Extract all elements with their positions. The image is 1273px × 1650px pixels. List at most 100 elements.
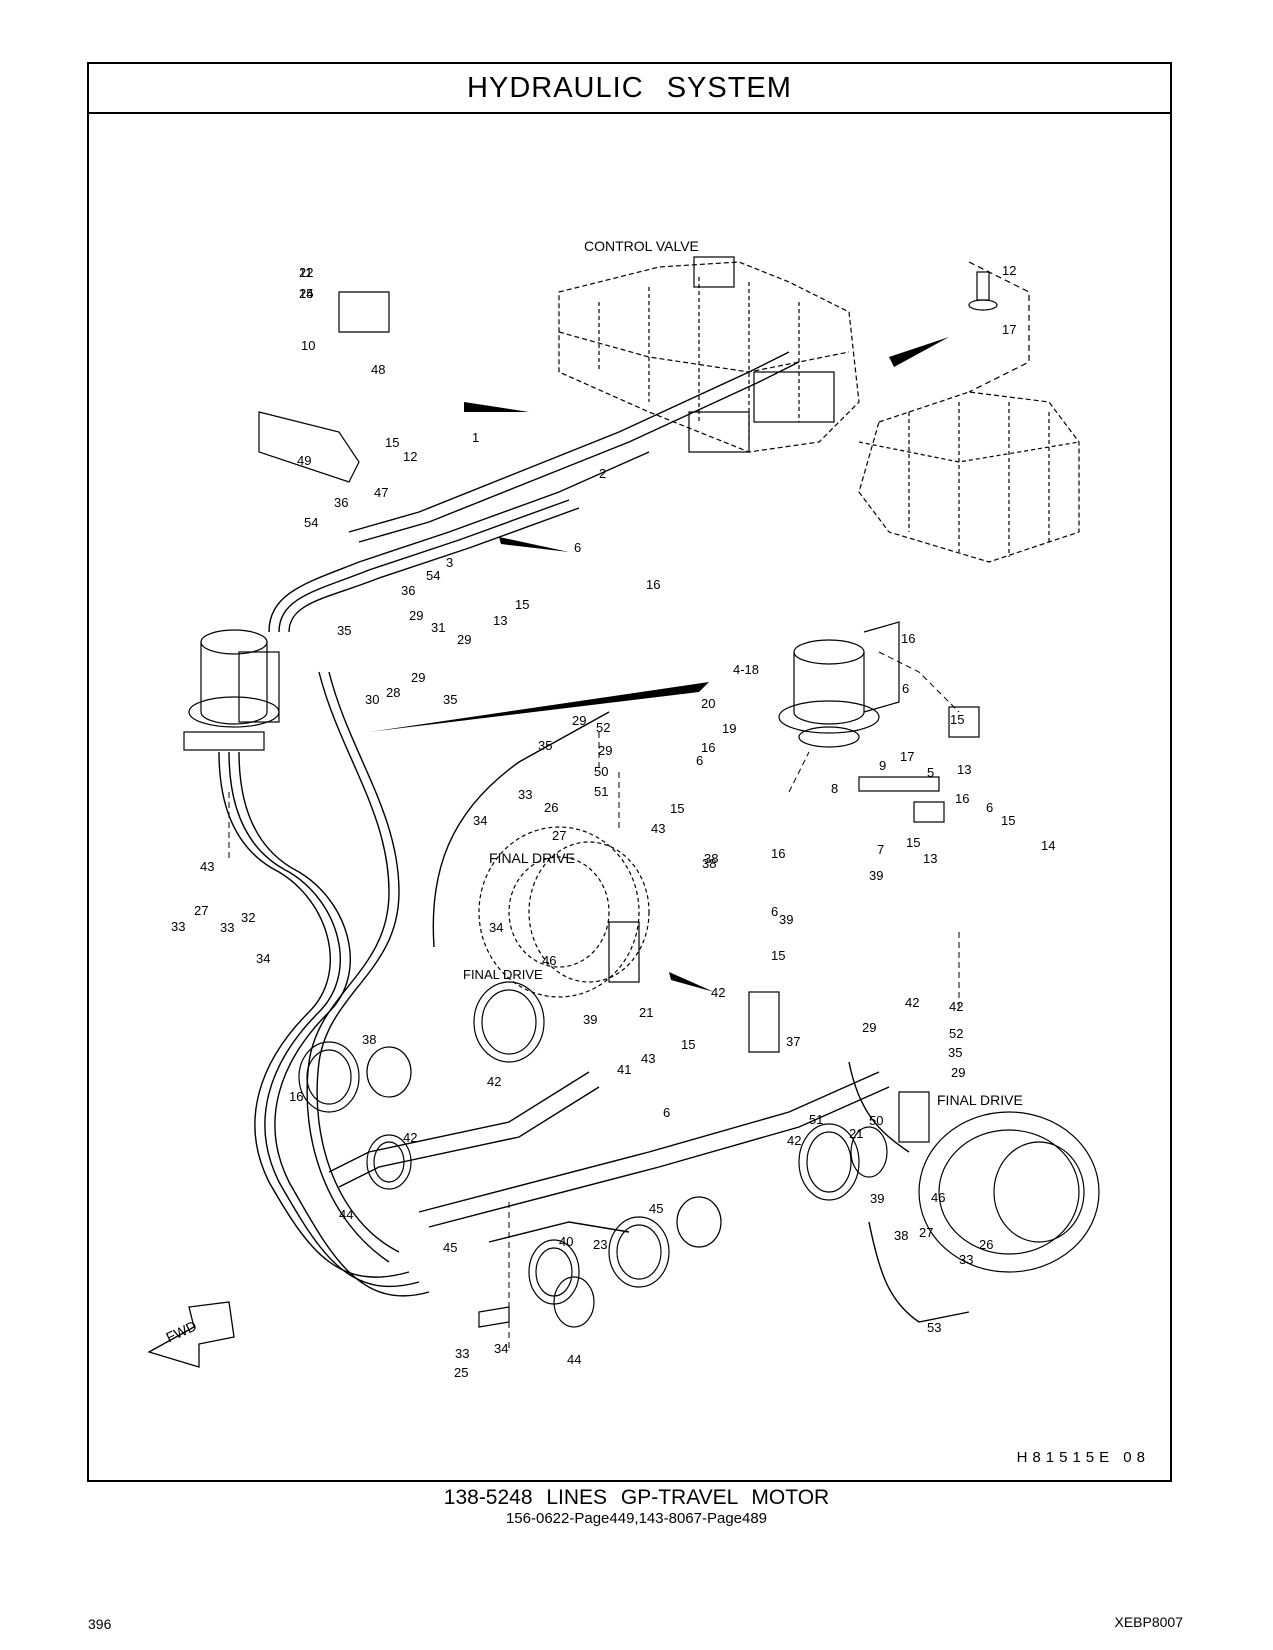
part-callout: 13 (957, 762, 971, 777)
part-callout: 35 (948, 1045, 962, 1060)
part-callout: 51 (594, 784, 608, 799)
part-callout: 43 (200, 859, 214, 874)
part-callout: 32 (241, 910, 255, 925)
part-callout: 15 (299, 286, 313, 301)
part-callout: 27 (919, 1225, 933, 1240)
part-callout: 37 (786, 1034, 800, 1049)
part-callout: 4-18 (733, 662, 759, 677)
part-callout: 25 (454, 1365, 468, 1380)
part-callout: 46 (542, 953, 556, 968)
part-callout: 28 (386, 685, 400, 700)
part-callouts: 1115104849151212364754354361217616131535… (171, 263, 1055, 1380)
part-callout: 6 (696, 753, 703, 768)
part-callout: 53 (927, 1320, 941, 1335)
swivel-motor-drawing (183, 629, 280, 751)
part-callout: 6 (663, 1105, 670, 1120)
part-callout: 26 (979, 1237, 993, 1252)
part-callout: 35 (337, 623, 351, 638)
part-callout: 34 (489, 920, 503, 935)
part-callout: 5 (927, 765, 934, 780)
leader-lines (228, 651, 960, 1352)
part-callout: 39 (870, 1191, 884, 1206)
part-callout: 3 (446, 555, 453, 570)
label-final-drive-right: FINAL DRIVE (937, 1092, 1023, 1108)
part-callout: 10 (301, 338, 315, 353)
part-callout: 38 (702, 856, 716, 871)
part-callout: 15 (1001, 813, 1015, 828)
part-callout: 34 (473, 813, 487, 828)
part-callout: 24 (299, 286, 313, 301)
part-callout: 40 (559, 1234, 573, 1249)
part-callout: 22 (299, 265, 313, 280)
part-callout: 16 (901, 631, 915, 646)
part-callout: 15 (385, 435, 399, 450)
part-callout: 35 (443, 692, 457, 707)
part-callout: 26 (544, 800, 558, 815)
part-callout: 17 (1002, 322, 1016, 337)
part-callout: 42 (403, 1130, 417, 1145)
part-callout: 51 (809, 1112, 823, 1127)
part-callout: 15 (950, 712, 964, 727)
part-callout: 20 (701, 696, 715, 711)
part-callout: 6 (902, 681, 909, 696)
part-callout: 36 (334, 495, 348, 510)
part-callout: 52 (596, 720, 610, 735)
part-callout: 33 (220, 920, 234, 935)
part-callout: 6 (574, 540, 581, 555)
part-callout: 16 (955, 791, 969, 806)
part-callout: 41 (617, 1062, 631, 1077)
part-callout: 12 (403, 449, 417, 464)
part-callout: 21 (639, 1005, 653, 1020)
part-callout: 39 (869, 868, 883, 883)
part-callout: 52 (949, 1026, 963, 1041)
part-callout: 33 (455, 1346, 469, 1361)
drawing-number: H81515E 08 (1016, 1449, 1150, 1466)
part-callout: 35 (538, 738, 552, 753)
part-callout: 6 (771, 904, 778, 919)
final-drive-right-drawing (918, 1111, 1100, 1273)
part-callout: 31 (431, 620, 445, 635)
part-callout: 50 (869, 1113, 883, 1128)
direction-arrows (369, 337, 949, 992)
part-callout: 13 (923, 851, 937, 866)
part-callout: 42 (711, 985, 725, 1000)
part-callout: 33 (518, 787, 532, 802)
part-callout: 34 (494, 1341, 508, 1356)
part-callout: 13 (493, 613, 507, 628)
part-callout: 42 (949, 999, 963, 1014)
part-callout: 30 (365, 692, 379, 707)
part-callout: 19 (722, 721, 736, 736)
part-callout: 43 (651, 821, 665, 836)
fwd-arrow-icon (147, 1301, 235, 1368)
part-callout: 15 (771, 948, 785, 963)
part-callout: 50 (594, 764, 608, 779)
hose-runs (218, 351, 970, 1323)
part-callout: 42 (905, 995, 919, 1010)
part-callout: 29 (572, 713, 586, 728)
part-callout: 44 (567, 1352, 581, 1367)
doc-id: XEBP8007 (1114, 1614, 1184, 1630)
control-valve-drawing (558, 256, 860, 453)
part-callout: 2 (599, 466, 606, 481)
label-final-drive-left: FINAL DRIVE (489, 850, 575, 866)
part-callout: 12 (1002, 263, 1016, 278)
part-callout: 54 (426, 568, 440, 583)
caption-main: 138-5248 LINES GP-TRAVEL MOTOR (443, 1486, 830, 1509)
part-callout: 23 (593, 1237, 607, 1252)
part-callout: 39 (583, 1012, 597, 1027)
part-callout: 29 (862, 1020, 876, 1035)
part-callout: 16 (701, 740, 715, 755)
part-callout: 1 (472, 430, 479, 445)
part-callout: 47 (374, 485, 388, 500)
part-callout: 8 (831, 781, 838, 796)
part-callout: 45 (649, 1201, 663, 1216)
fittings (258, 291, 980, 1328)
part-callout: 33 (171, 919, 185, 934)
part-callout: 29 (409, 608, 423, 623)
part-callout: 34 (256, 951, 270, 966)
part-callout: 43 (641, 1051, 655, 1066)
part-callout: 36 (401, 583, 415, 598)
part-callout: 29 (457, 632, 471, 647)
part-callout: 38 (894, 1228, 908, 1243)
part-callout: 17 (900, 749, 914, 764)
